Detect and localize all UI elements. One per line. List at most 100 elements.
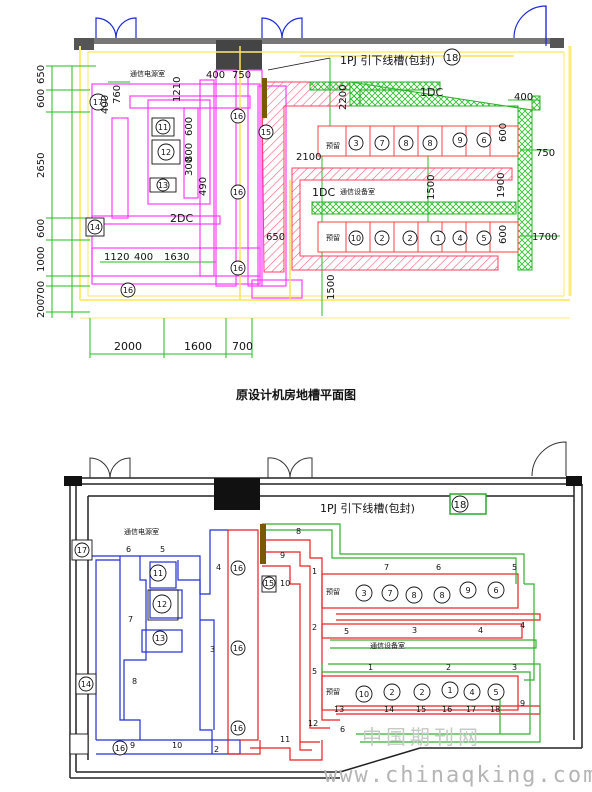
top-eq-14: 14	[90, 223, 100, 232]
dim-1000: 1000	[36, 247, 47, 272]
seg-12: 12	[308, 719, 318, 728]
top-magenta-layout	[91, 69, 303, 299]
dim-b1600: 1600	[184, 340, 212, 353]
top-r1-8b: 8	[427, 139, 432, 148]
bottom-equipment	[69, 495, 505, 756]
bot-r2-4: 4	[469, 688, 474, 697]
seg-9: 9	[130, 741, 135, 750]
top-r2-2b: 2	[407, 234, 412, 243]
top-eq-16b: 16	[233, 188, 243, 197]
top-eq-15: 15	[261, 128, 271, 137]
bot-reserve-b: 预留	[326, 687, 340, 696]
top-trench-1dc-b: 1DC	[312, 186, 335, 199]
dim-1500a: 1500	[426, 175, 437, 200]
bot-r1-8a: 8	[411, 591, 416, 600]
top-eq-17: 17	[93, 98, 103, 107]
seg-g4: 4	[478, 626, 483, 635]
bottom-wall-block-a	[64, 476, 82, 486]
top-eq-13: 13	[158, 181, 168, 190]
top-r2-2a: 2	[379, 234, 384, 243]
seg-6: 6	[126, 545, 131, 554]
top-eq-16a: 16	[233, 112, 243, 121]
top-reserve-a: 预留	[326, 141, 340, 150]
top-eq-16d: 16	[123, 286, 133, 295]
dim-1900: 1900	[496, 173, 507, 198]
dim-750b: 750	[536, 148, 555, 159]
dim-300: 300	[184, 157, 195, 176]
dim-1700: 1700	[532, 232, 557, 243]
seg-7: 7	[128, 615, 133, 624]
dim-800: 800	[184, 143, 195, 162]
top-equipment-circles	[85, 48, 492, 298]
bottom-doors	[89, 441, 567, 479]
dim-650: 650	[36, 65, 47, 84]
top-reserve-b: 预留	[326, 233, 340, 242]
bottom-blue-routing	[80, 529, 241, 755]
seg-n16: 16	[442, 705, 452, 714]
bot-r2-2a: 2	[389, 688, 394, 697]
dim-1500b: 1500	[326, 275, 337, 300]
seg-4: 4	[216, 563, 221, 572]
bot-r2-1: 1	[447, 686, 452, 695]
top-power-room: 通信电源室	[130, 69, 165, 78]
top-eq-12: 12	[161, 148, 171, 157]
top-eq-11: 11	[158, 123, 168, 132]
dim-400c: 400	[514, 92, 533, 103]
bot-eq-14: 14	[81, 680, 91, 689]
seg-g6b: 6	[340, 725, 345, 734]
dim-1630: 1630	[164, 252, 189, 263]
bot-power-room: 通信电源室	[124, 527, 159, 536]
seg-n15: 15	[416, 705, 426, 714]
top-trench-2dc: 2DC	[170, 212, 193, 225]
seg-g2: 2	[446, 663, 451, 672]
seg-8b: 8	[296, 527, 301, 536]
dim-600e: 600	[498, 225, 509, 244]
dim-400a: 400	[100, 95, 111, 114]
seg-n13: 13	[334, 705, 344, 714]
top-r2-1: 1	[435, 234, 440, 243]
dim-400d: 400	[134, 252, 153, 263]
bot-reserve-a: 预留	[326, 587, 340, 596]
bottom-wall-block-c	[566, 476, 582, 486]
bot-r1-6: 6	[493, 586, 498, 595]
seg-g9: 9	[520, 699, 525, 708]
top-trench-1dc-green	[309, 81, 541, 271]
watermark-url: www.chinaqking.com	[324, 763, 592, 788]
seg-g5: 5	[512, 563, 517, 572]
seg-g1: 1	[368, 663, 373, 672]
bot-eq-16b: 16	[233, 644, 243, 653]
top-eq-16c: 16	[233, 264, 243, 273]
bot-r2-10: 10	[359, 690, 369, 699]
seg-10: 10	[172, 741, 182, 750]
dim-600d: 600	[498, 123, 509, 142]
seg-n17: 17	[466, 705, 476, 714]
seg-5: 5	[160, 545, 165, 554]
dim-b700: 700	[232, 340, 253, 353]
dim-760: 760	[112, 85, 123, 104]
seg-9b: 9	[280, 551, 285, 560]
bot-r1-7: 7	[387, 589, 392, 598]
bot-eq-16c: 16	[233, 724, 243, 733]
top-r2-4: 4	[457, 234, 462, 243]
seg-2b: 2	[312, 623, 317, 632]
bot-r2-2b: 2	[419, 688, 424, 697]
dim-600: 600	[36, 89, 47, 108]
original-floor-plan: 17 11 12 13 14 15 16 16 16 16 3 7 8 8 9 …	[36, 5, 572, 358]
seg-g4b: 4	[520, 621, 525, 630]
bot-equip-room: 通信设备室	[370, 641, 405, 650]
seg-n14: 14	[384, 705, 394, 714]
bottom-green-routing	[262, 523, 541, 743]
seg-3: 3	[210, 645, 215, 654]
seg-2: 2	[214, 745, 219, 754]
top-walls	[74, 38, 572, 319]
seg-5b: 5	[312, 667, 317, 676]
bot-eq-13: 13	[155, 634, 165, 643]
bot-r2-5: 5	[493, 688, 498, 697]
top-leader-1pj	[267, 57, 331, 71]
bottom-walls	[64, 477, 583, 779]
seg-g7: 7	[384, 563, 389, 572]
dim-2200: 2200	[338, 85, 349, 110]
bot-cable-number: 18	[454, 500, 467, 511]
dim-b2000: 2000	[114, 340, 142, 353]
